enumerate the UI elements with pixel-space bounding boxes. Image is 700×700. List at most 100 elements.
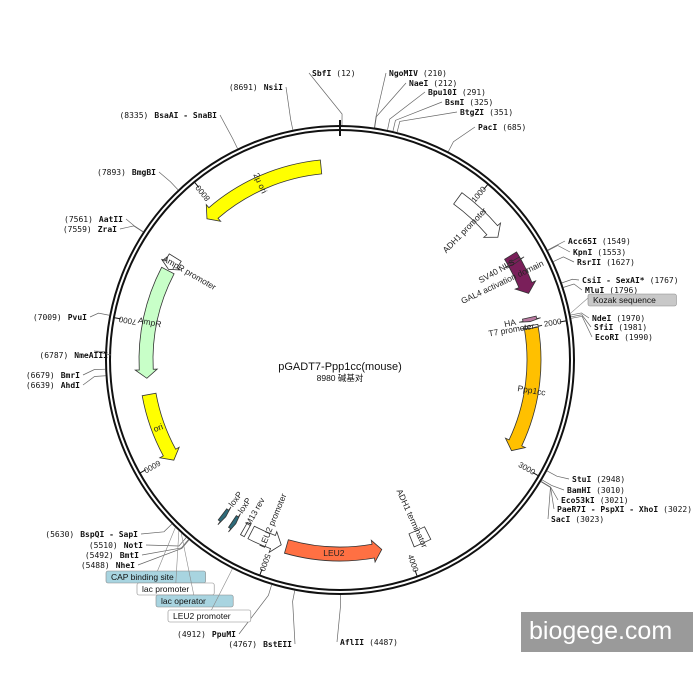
site-pos: (4487) [369, 638, 398, 647]
plasmid-size: 8980 碱基对 [317, 373, 364, 383]
tag-label: LEU2 promoter [173, 611, 231, 621]
site-label: BtgZI(351) [460, 108, 513, 117]
site-name: KpnI [573, 248, 592, 257]
site-label: (7561)AatII [64, 215, 123, 224]
site-leader [541, 479, 565, 491]
site-name: BstEII [263, 640, 292, 649]
site-pos: (12) [336, 69, 355, 78]
tick-label: 7000 [118, 314, 138, 326]
site-leader [392, 101, 443, 132]
site-label: (4767)BstEII [228, 640, 292, 649]
tick-label: 8000 [193, 183, 212, 203]
tick-mark [259, 568, 263, 576]
site-name: CsiI - SexAI* [582, 275, 645, 285]
backbone-outer-ring [105, 125, 575, 595]
site-label: (6787)NmeAIII [39, 351, 108, 360]
tick-mark [113, 317, 121, 320]
site-pos: (291) [462, 88, 486, 97]
tick-mark [559, 320, 567, 323]
feature-ha [518, 315, 541, 323]
feature-adh1-promoter [453, 192, 502, 238]
tag-leader [209, 568, 233, 615]
site-leader [94, 350, 112, 356]
site-leader [158, 171, 179, 190]
feature-m13-rev [239, 521, 252, 538]
site-label: (6679) BmrI [26, 371, 80, 380]
site-leader [563, 283, 583, 291]
tick-mark [532, 471, 539, 477]
tick-label: 4000 [406, 553, 421, 573]
site-pos: (5488) [81, 561, 110, 570]
site-label: (5630)BspQI - SapI [45, 530, 138, 539]
site-name: BamHI [567, 486, 591, 495]
site-label: AflII (4487) [340, 638, 398, 647]
site-pos: (5510) [89, 541, 118, 550]
feature-label-ampr: AmpR [137, 315, 162, 329]
site-name: Acc65I [568, 237, 597, 246]
site-leader [547, 240, 566, 251]
site-name: NsiI [264, 82, 283, 92]
site-label: BamHI (3010) [567, 486, 625, 495]
feature-leu2-promoter [247, 525, 282, 554]
site-name: SbfI [312, 69, 331, 78]
site-label: (8335)BsaAI - SnaBI [119, 111, 217, 120]
site-pos: (4912) [177, 630, 206, 639]
site-leader [561, 278, 580, 284]
site-pos: (3023) [575, 515, 604, 524]
site-leader [137, 539, 190, 566]
site-name: BmgBI [132, 168, 156, 177]
site-pos: (6679) [26, 371, 55, 380]
site-pos: (3021) [600, 496, 629, 505]
site-leader [82, 375, 106, 386]
site-label: Acc65I(1549) [568, 237, 631, 246]
site-label: NdeI(1970) [592, 314, 645, 323]
site-pos: (7009) [33, 313, 62, 322]
site-pos: (8691) [229, 83, 258, 92]
site-label: (8691) NsiI [229, 82, 283, 92]
site-pos: (3010) [596, 486, 625, 495]
feature-label-leu2: LEU2 [323, 548, 345, 558]
site-leader [336, 594, 341, 643]
tick-mark [193, 181, 200, 188]
site-pos: (685) [502, 123, 526, 132]
tick-label: 5000 [257, 553, 272, 573]
tick-mark [139, 469, 147, 474]
site-leader [546, 470, 570, 480]
site-leader [89, 312, 110, 318]
plasmid-name: pGADT7-Ppp1cc(mouse) [278, 361, 402, 373]
tag-leader [180, 533, 195, 600]
site-label: Eco53kI (3021) [561, 496, 629, 505]
site-pos: (6787) [39, 351, 68, 360]
site-name: AatII [99, 215, 123, 224]
feature-label-ha: HA [503, 317, 517, 329]
site-name: NdeI [592, 314, 611, 323]
feature-ampr-promoter [161, 253, 182, 271]
feature-ppp1cc [504, 326, 542, 452]
site-leader [285, 86, 294, 130]
site-name: EcoRI [595, 333, 619, 342]
site-name: BmrI [61, 371, 80, 380]
site-name: NheI [116, 561, 135, 570]
site-name: AflII [340, 638, 364, 647]
site-name: BsmI [445, 98, 464, 107]
site-name: Eco53kI [561, 496, 595, 505]
site-label: (5510)NotI [89, 541, 143, 550]
site-name: NgoMIV [389, 69, 418, 78]
site-label: (5492)BmtI [85, 551, 139, 560]
tag-label: Kozak sequence [593, 295, 656, 305]
site-label: CsiI - SexAI*(1767) [582, 275, 679, 285]
feature-sv40-nls [504, 256, 525, 268]
site-pos: (210) [423, 69, 447, 78]
site-name: SfiI [594, 322, 613, 332]
site-label: EcoRI(1990) [595, 333, 653, 342]
tag-box [155, 594, 234, 608]
site-leader [145, 537, 187, 547]
site-label: NaeI(212) [409, 79, 457, 88]
site-leader [547, 245, 571, 253]
site-pos: (7893) [97, 168, 126, 177]
site-leader [570, 314, 592, 328]
site-label: MluI(1796) [585, 286, 638, 295]
feature-ampr [134, 266, 175, 379]
site-pos: (7559) [63, 225, 92, 234]
